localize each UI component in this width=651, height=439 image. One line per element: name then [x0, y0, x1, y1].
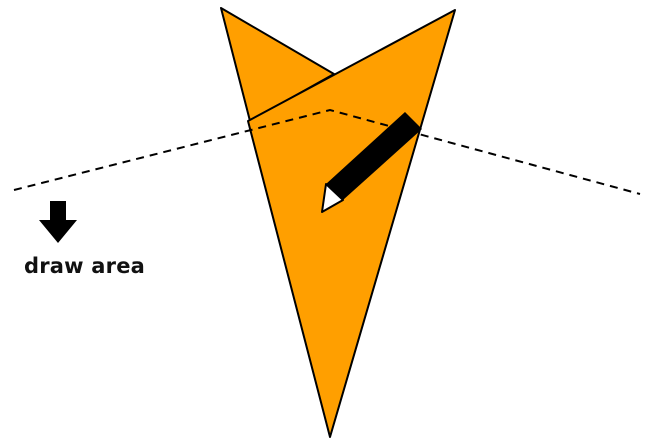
down-arrow-shape [39, 201, 77, 243]
down-arrow-icon [39, 201, 77, 243]
draw-area-label: draw area [24, 254, 145, 278]
